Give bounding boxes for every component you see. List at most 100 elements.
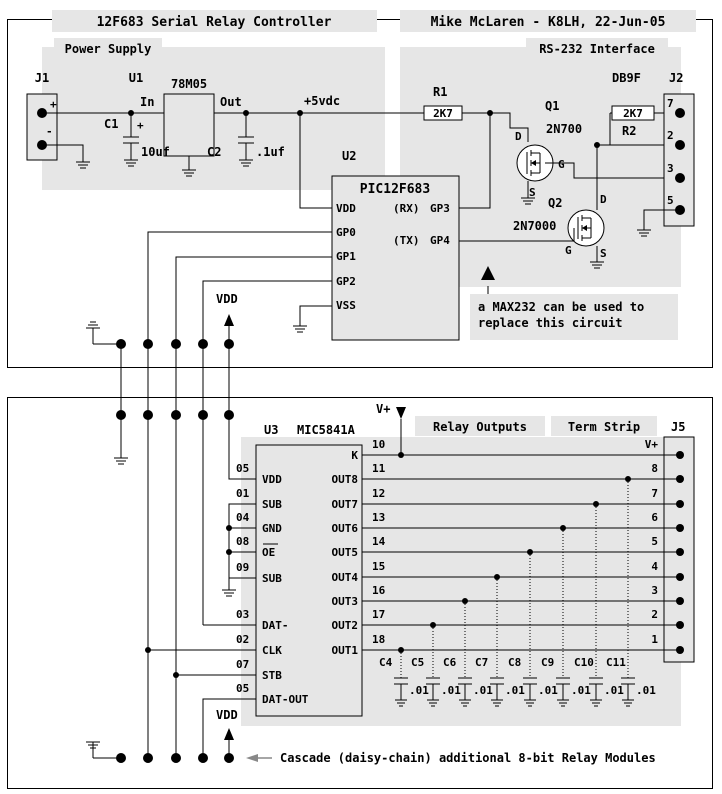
rail-label: +5vdc bbox=[304, 94, 340, 108]
u1-label: U1 bbox=[129, 71, 143, 85]
c2-symbol bbox=[238, 113, 254, 160]
u3-right-pin-name: OUT2 bbox=[332, 619, 359, 632]
r1-label: R1 bbox=[433, 85, 447, 99]
j2-gnd-wire bbox=[643, 209, 680, 230]
u3-right-pin-num: 15 bbox=[372, 560, 385, 573]
j5-pin-label: 7 bbox=[651, 487, 658, 500]
cap-value: .01 bbox=[441, 684, 461, 697]
u3-right-pin-name: OUT7 bbox=[332, 498, 359, 511]
c2-label: C2 bbox=[207, 145, 221, 159]
gnd-q2 bbox=[590, 261, 604, 269]
reg-label: 78M05 bbox=[171, 77, 207, 91]
q1-gate-wire bbox=[557, 162, 680, 179]
gnd-top-left bbox=[86, 321, 100, 329]
cap-value: .01 bbox=[604, 684, 624, 697]
u3-left-pin-num: 09 bbox=[236, 561, 249, 574]
c2-value: .1uf bbox=[256, 145, 285, 159]
j5-pin-label: V+ bbox=[645, 438, 659, 451]
q2-arrow bbox=[582, 225, 587, 231]
u3-right-pin-num: 10 bbox=[372, 438, 385, 451]
reg-in: In bbox=[140, 95, 154, 109]
u3-right-pin-num: 18 bbox=[372, 633, 385, 646]
u3-left-pin-name: SUB bbox=[262, 572, 282, 585]
j1-wires bbox=[42, 112, 164, 162]
cap-gnd bbox=[622, 699, 634, 707]
u3-left-pin-name: GND bbox=[262, 522, 282, 535]
gnd-vss bbox=[293, 325, 307, 333]
u3-left-pin-num: 01 bbox=[236, 487, 250, 500]
u3-right-pin-name: K bbox=[351, 449, 358, 462]
c1-label: C1 bbox=[104, 117, 118, 131]
gnd-c1 bbox=[124, 159, 138, 167]
cap-label: C8 bbox=[508, 656, 521, 669]
cap-symbol bbox=[426, 677, 440, 700]
u3-right-pin-num: 11 bbox=[372, 462, 386, 475]
cap-symbol bbox=[458, 677, 472, 700]
c1-symbol bbox=[123, 113, 139, 160]
cap-symbol bbox=[490, 677, 504, 700]
rs232-label: RS-232 Interface bbox=[539, 42, 655, 56]
cap-value: .01 bbox=[636, 684, 656, 697]
cap-symbol bbox=[394, 677, 408, 700]
term-strip-label: Term Strip bbox=[568, 420, 640, 434]
q1-arrow bbox=[531, 160, 536, 166]
cascade-arrow bbox=[246, 754, 258, 762]
u2-pin-gp1: GP1 bbox=[336, 250, 356, 263]
u3-left-pin-num: 05 bbox=[236, 682, 249, 695]
vplus-label: V+ bbox=[376, 402, 390, 416]
j5-label: J5 bbox=[671, 420, 685, 434]
title-box bbox=[52, 10, 377, 32]
cap-value: .01 bbox=[473, 684, 493, 697]
vdd-label-top: VDD bbox=[216, 292, 238, 306]
vdd-wire bbox=[299, 113, 332, 209]
j5-pin-label: 5 bbox=[651, 535, 658, 548]
j2-pin-label-3: 3 bbox=[667, 162, 674, 175]
gnd-q1 bbox=[521, 197, 535, 205]
u3-left-pin-name: STB bbox=[262, 669, 282, 682]
u2-name: PIC12F683 bbox=[360, 182, 430, 197]
gnd-j1 bbox=[76, 161, 90, 169]
j5-pin-label: 6 bbox=[651, 511, 658, 524]
cap-label: C9 bbox=[541, 656, 554, 669]
u3-left-pin-num: 02 bbox=[236, 633, 249, 646]
db9f-label: DB9F bbox=[612, 71, 641, 85]
u3-right-pin-num: 12 bbox=[372, 487, 385, 500]
gnd-reg bbox=[182, 169, 196, 177]
power-label: Power Supply bbox=[65, 42, 152, 56]
u3-right-pin-num: 14 bbox=[372, 535, 386, 548]
gnd-bottom bbox=[86, 741, 100, 749]
q1-s: S bbox=[529, 186, 536, 199]
q2-d: D bbox=[600, 193, 607, 206]
k-node bbox=[398, 452, 404, 458]
r1-value: 2K7 bbox=[433, 107, 453, 120]
u2-pin-tx: (TX) bbox=[393, 234, 420, 247]
vdd-arrow-top bbox=[224, 314, 234, 326]
term-strip-label-box bbox=[551, 416, 657, 436]
u3-left-pins: 05VDD01SUB04GND08OE09SUB03DAT-02CLK07STB… bbox=[236, 462, 309, 706]
author: Mike McLaren - K8LH, 22-Jun-05 bbox=[431, 15, 666, 30]
u3-right-pin-num: 16 bbox=[372, 584, 386, 597]
r1-resistor bbox=[423, 105, 463, 121]
note-box bbox=[470, 294, 678, 340]
q2-s: S bbox=[600, 247, 607, 260]
title: 12F683 Serial Relay Controller bbox=[97, 15, 332, 30]
vss-wire bbox=[299, 305, 332, 326]
j5-pin-label: 4 bbox=[651, 560, 658, 573]
cap-value: .01 bbox=[409, 684, 429, 697]
gp4-wire bbox=[459, 228, 575, 242]
u3-right-pin-name: OUT6 bbox=[332, 522, 359, 535]
j2-pin-label-5: 5 bbox=[667, 194, 674, 207]
j5-pin-label: 1 bbox=[651, 633, 658, 646]
pic12f683 bbox=[331, 175, 460, 341]
bottom-panel bbox=[7, 397, 713, 789]
capacitors: C4.01C5.01C6.01C7.01C8.01C9.01C10.01C11.… bbox=[379, 656, 656, 707]
j2-pin-label-7: 7 bbox=[667, 97, 674, 110]
relay-outputs-label: Relay Outputs bbox=[433, 420, 527, 434]
regulator-78m05 bbox=[163, 93, 215, 157]
u3-left-pin-name: DAT- bbox=[262, 619, 289, 632]
datout-wire bbox=[202, 698, 256, 758]
q2-label: Q2 bbox=[548, 196, 562, 210]
author-box bbox=[400, 10, 696, 32]
u2-pin-vss: VSS bbox=[336, 299, 356, 312]
